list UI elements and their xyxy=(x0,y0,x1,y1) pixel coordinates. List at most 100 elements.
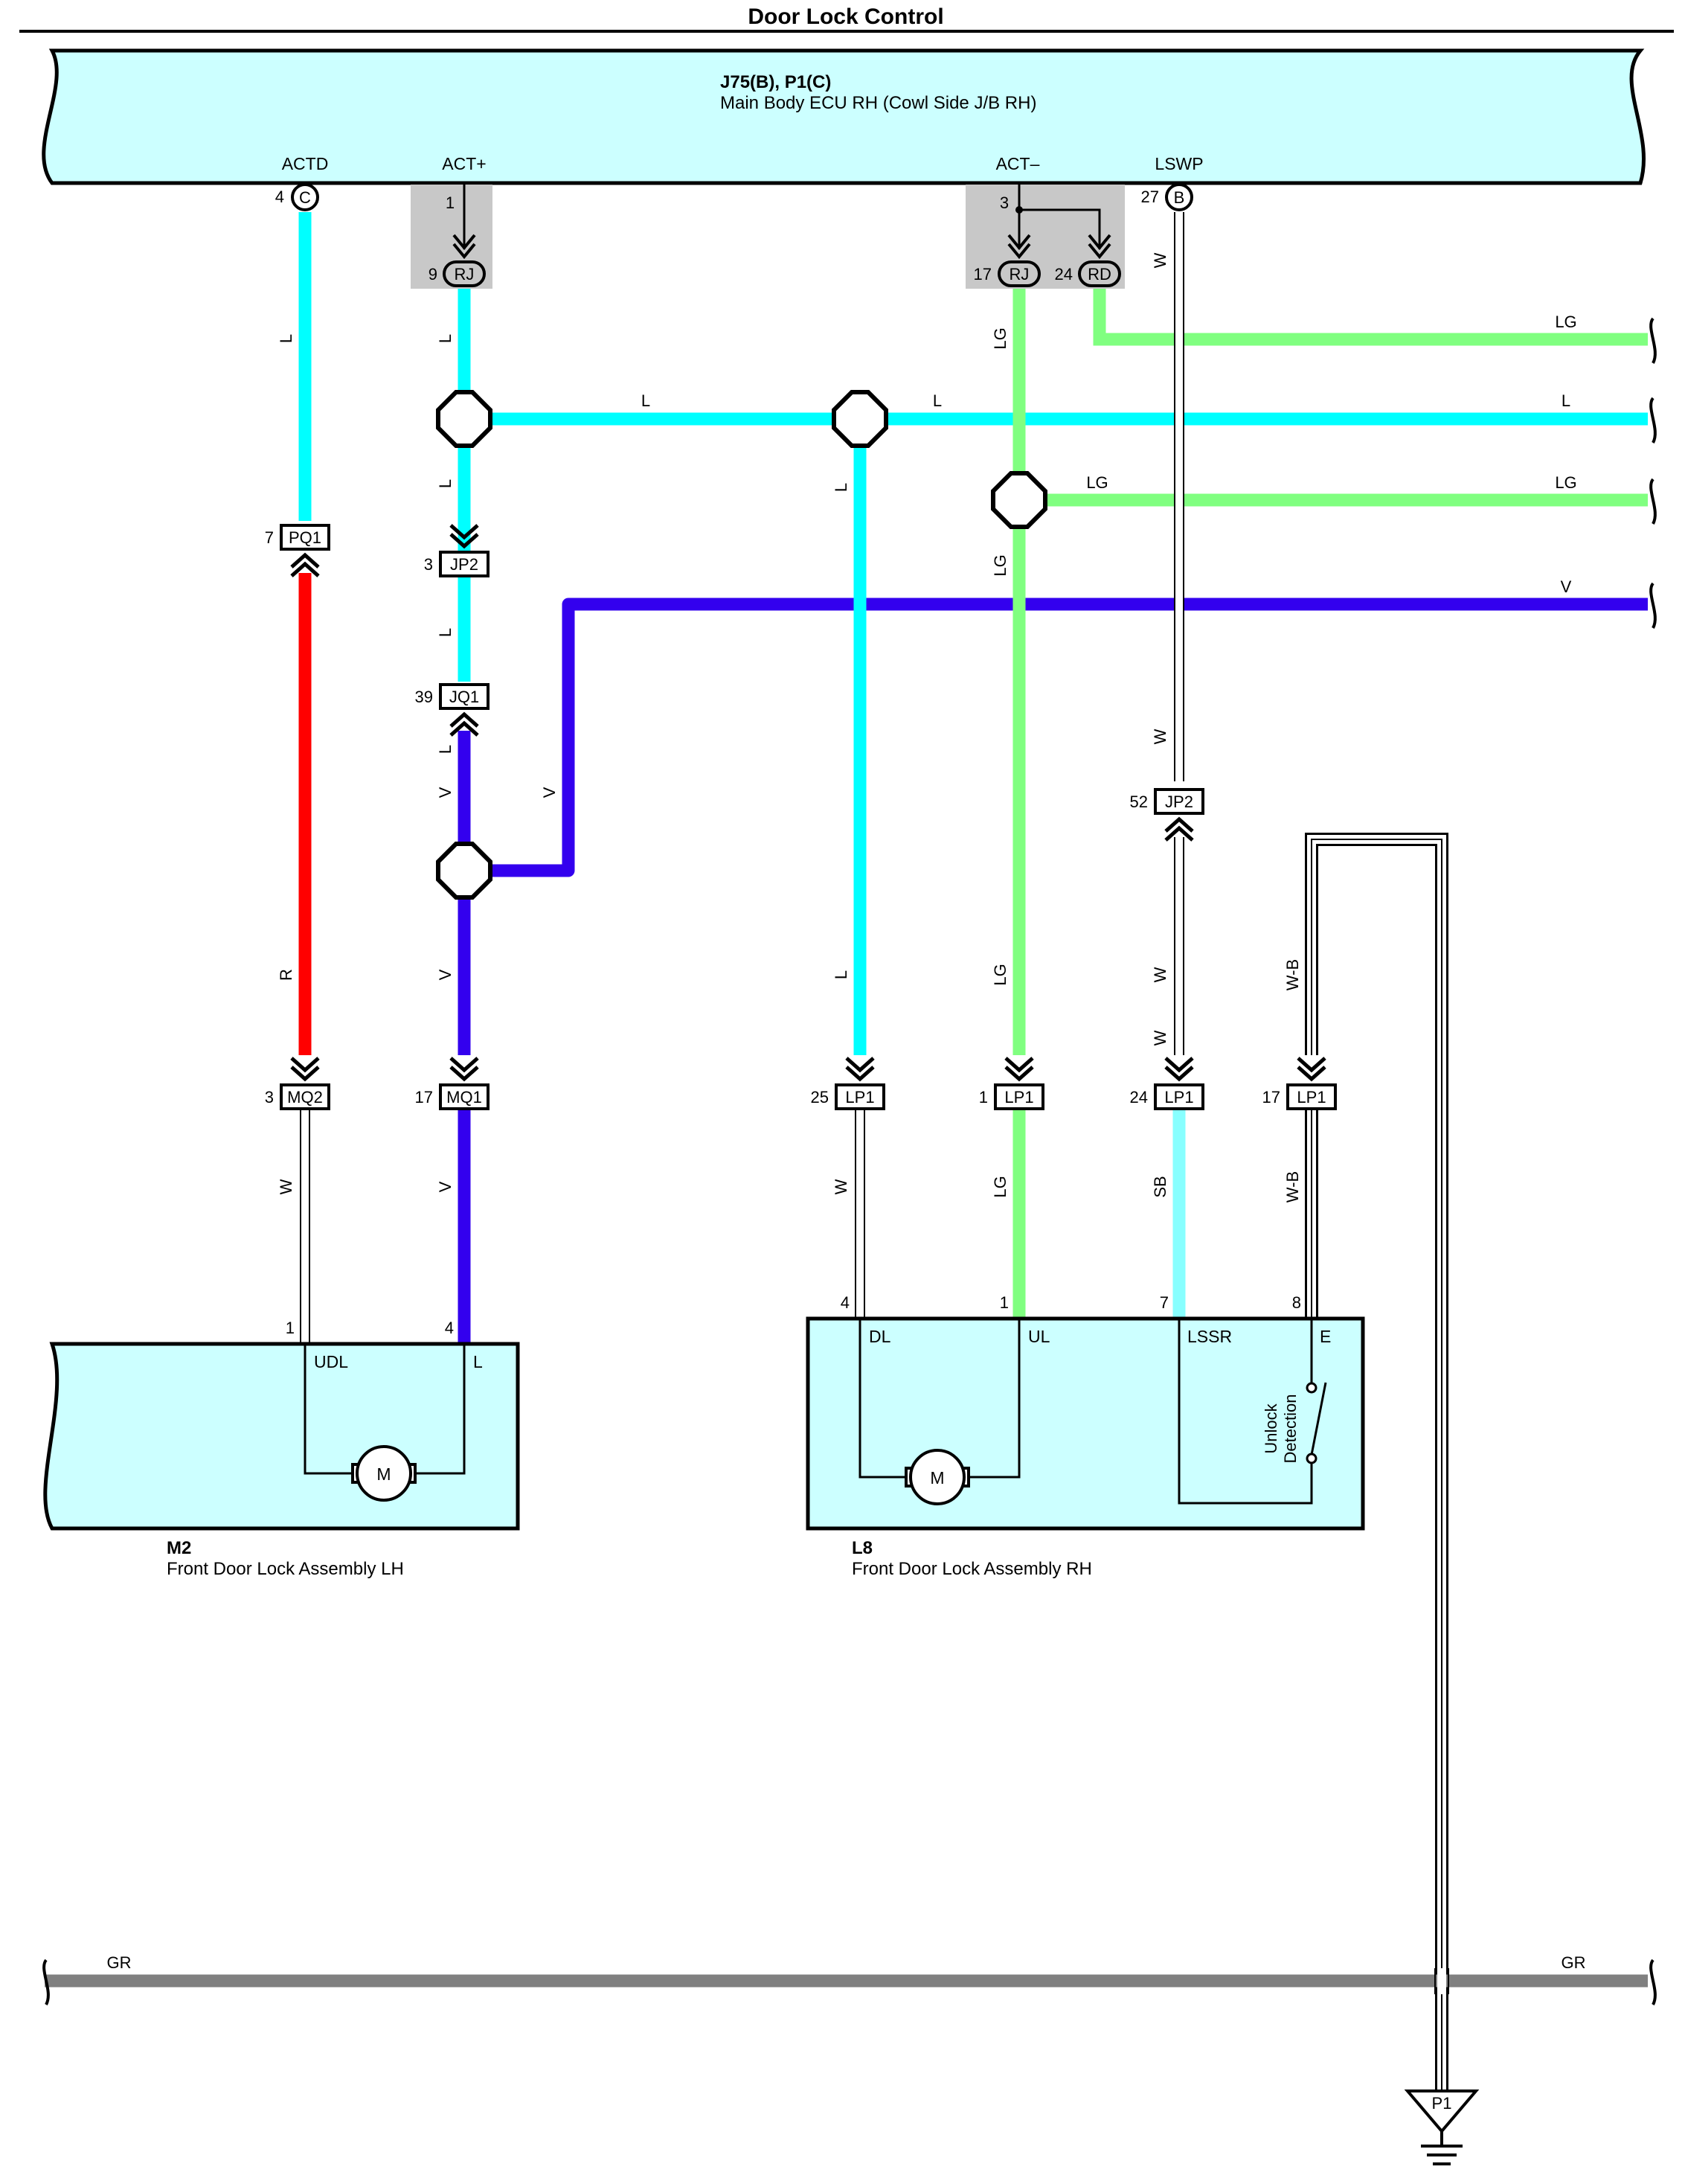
conn-jp2-a xyxy=(439,551,490,577)
jb-conn-rj-b xyxy=(998,260,1041,287)
jb-conn-rj-b-pin: 17 xyxy=(974,265,992,284)
wire-label: GR xyxy=(1562,1953,1586,1972)
conn-mq1-code: MQ1 xyxy=(446,1088,482,1107)
l8-term-e: E xyxy=(1320,1327,1331,1346)
conn-mq2 xyxy=(280,1083,330,1110)
wire-label: L xyxy=(832,970,850,979)
ecu-code: J75(B), P1(C) xyxy=(720,72,831,92)
jb-conn-rd-code: RD xyxy=(1088,265,1111,284)
ecu-conn-c: C xyxy=(299,188,311,207)
l8-term-lssr: LSSR xyxy=(1187,1327,1232,1346)
ecu-terminal-actm: ACT– xyxy=(996,154,1040,173)
conn-jp2-b-pin: 52 xyxy=(1130,792,1148,811)
ground-p1-code: P1 xyxy=(1432,2094,1452,2113)
l8-name: Front Door Lock Assembly RH xyxy=(852,1559,1092,1579)
wire-label: LG xyxy=(1555,473,1576,492)
wire-v-branch xyxy=(464,598,1648,877)
m2-box xyxy=(43,1342,520,1531)
wire-label: V xyxy=(1561,577,1572,596)
conn-mq2-pin: 3 xyxy=(265,1088,274,1107)
conn-lp1-d-code: LP1 xyxy=(1297,1088,1326,1107)
wire-label: LG xyxy=(991,554,1010,576)
m2-pin-l: 4 xyxy=(445,1319,454,1337)
ecu-pin-lswp-num: 27 xyxy=(1141,188,1159,206)
l8-pin-ul: 1 xyxy=(1000,1293,1009,1312)
m2-motor-label: M xyxy=(376,1464,391,1484)
splice-l-bus-left xyxy=(436,390,492,448)
m2-internal-wiring xyxy=(304,1344,466,1475)
wire-label: L xyxy=(436,334,455,343)
l8-switch-wiring xyxy=(1178,1319,1313,1505)
conn-lp1-d xyxy=(1286,1083,1337,1110)
wire-label: L xyxy=(641,391,650,410)
conn-jq1-chevrons xyxy=(449,711,479,737)
wire-label: GR xyxy=(107,1953,132,1972)
ecu-terminal-actd: ACTD xyxy=(282,154,329,173)
l8-motor-wiring xyxy=(858,1319,1021,1479)
ecu-pin-actd-num: 4 xyxy=(275,188,284,206)
ecu-conn-b: B xyxy=(1174,188,1185,207)
l8-pin-lssr: 7 xyxy=(1160,1293,1169,1312)
wire-rd-lg xyxy=(1093,289,1648,346)
m2-term-udl: UDL xyxy=(314,1352,348,1371)
jb-pin-actm-num: 3 xyxy=(1000,193,1009,212)
wire-label: SB xyxy=(1151,1176,1169,1197)
m2-term-l: L xyxy=(473,1352,483,1371)
wire-label: W xyxy=(1151,728,1169,744)
wire-label: W-B xyxy=(1283,959,1302,990)
conn-jp2-a-pin: 3 xyxy=(424,555,433,574)
wire-label: L xyxy=(436,628,455,637)
wire-label: LG xyxy=(991,964,1010,985)
conn-pq1-pin: 7 xyxy=(265,528,274,547)
wire-break-marks xyxy=(42,317,1657,2005)
conn-jp2-b-chevrons xyxy=(1164,816,1194,842)
conn-lp1-d-pin: 17 xyxy=(1262,1088,1280,1107)
l8-term-dl: DL xyxy=(869,1327,891,1346)
conn-lower-chevrons xyxy=(290,1057,1326,1082)
jb-wire-actm xyxy=(1018,185,1101,249)
l8-motor: M xyxy=(905,1449,970,1505)
splice-v xyxy=(436,842,492,900)
splice-points xyxy=(436,390,1047,900)
wire-label: W xyxy=(1151,967,1169,982)
conn-mq2-code: MQ2 xyxy=(287,1088,323,1107)
splice-l-bus-mid xyxy=(832,390,888,448)
wire-label: L xyxy=(277,334,295,343)
conn-mq1 xyxy=(439,1083,490,1110)
ground-icon xyxy=(1421,2131,1463,2165)
jb-conn-rj-b-code: RJ xyxy=(1010,265,1030,284)
conn-lp1-c xyxy=(1154,1083,1204,1110)
m2-motor: M xyxy=(351,1445,417,1502)
jb-conn-rj-a-code: RJ xyxy=(455,265,475,284)
conn-lp1-a-code: LP1 xyxy=(845,1088,874,1107)
l8-switch-label-2: Detection xyxy=(1281,1394,1300,1464)
l8-motor-label: M xyxy=(930,1468,944,1488)
l8-term-ul: UL xyxy=(1028,1327,1050,1346)
ecu-pin-actd xyxy=(291,183,319,211)
conn-lp1-b-code: LP1 xyxy=(1004,1088,1033,1107)
wire-label: R xyxy=(277,969,295,981)
l8-pin-dl: 4 xyxy=(841,1293,850,1312)
conn-lp1-a-pin: 25 xyxy=(811,1088,829,1107)
jb-arrows xyxy=(452,234,1111,260)
wire-label: LG xyxy=(1555,313,1576,331)
wire-label: V xyxy=(436,787,455,798)
wire-label: LG xyxy=(991,1176,1010,1197)
jb-conn-rj-a-pin: 9 xyxy=(429,265,437,284)
l8-unlock-detection-switch xyxy=(1306,1382,1327,1464)
conn-mq1-pin: 17 xyxy=(415,1088,433,1107)
wire-label: W xyxy=(1151,252,1169,268)
conn-jp2-a-code: JP2 xyxy=(450,555,478,574)
conn-jp2-b-code: JP2 xyxy=(1165,792,1193,811)
wire-label: L xyxy=(1562,391,1570,410)
wire-label: V xyxy=(436,1181,455,1192)
m2-name: Front Door Lock Assembly LH xyxy=(167,1559,404,1579)
conn-lp1-a xyxy=(835,1083,885,1110)
wire-label: W xyxy=(277,1179,295,1194)
jb-conn-rd-pin: 24 xyxy=(1055,265,1073,284)
ecu-terminal-lswp: LSWP xyxy=(1155,154,1203,173)
conn-jq1 xyxy=(439,683,490,710)
conn-lp1-b-pin: 1 xyxy=(979,1088,988,1107)
conn-jq1-pin: 39 xyxy=(415,688,433,706)
